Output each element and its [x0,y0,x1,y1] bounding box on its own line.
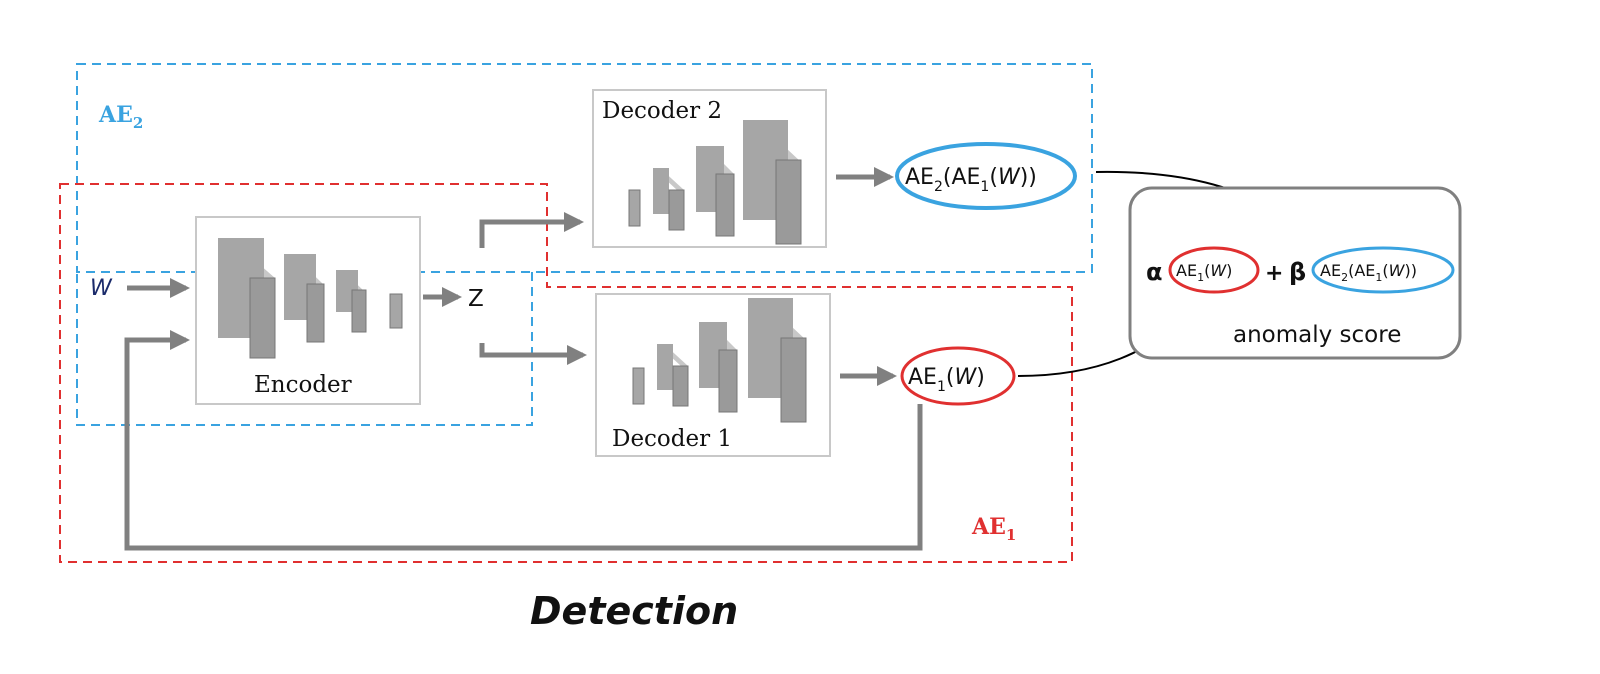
diagram-title: Detection [530,589,738,633]
ae2-region-label: AE2 [98,102,143,132]
z-to-decoder1-arrow [479,343,587,365]
ae2-region-lower [76,272,533,426]
plus-symbol: + [1265,261,1283,286]
output2-label: AE2(AE1(W)) [905,165,1037,195]
decoder2-block [592,89,827,248]
output2-ellipse [895,142,1077,210]
output1-label: AE1(W) [908,365,985,395]
decoder1-label: Decoder 1 [612,426,732,452]
score-term1-ellipse [1168,246,1260,294]
encoder-label: Encoder [254,372,352,398]
anomaly-score-box [1128,186,1462,360]
score-term2-ellipse [1311,246,1455,294]
feedback-arrow [124,330,923,551]
alpha-symbol: α [1146,258,1163,286]
output1-ellipse [900,346,1016,406]
input-label: W [90,276,113,301]
encoder-block [195,216,421,405]
beta-symbol: β [1289,258,1306,286]
latent-label: Z [468,286,484,312]
ae1-region [59,183,1073,563]
ae1-region-label: AE1 [971,514,1016,544]
decoder2-label: Decoder 2 [602,98,722,124]
z-to-decoder2-arrow [479,212,584,248]
score-term1-label: AE1(W) [1176,261,1232,284]
ae2-region [76,63,1093,273]
score-term2-label: AE2(AE1(W)) [1320,261,1417,284]
decoder1-block [595,293,831,457]
anomaly-score-caption: anomaly score [1233,322,1401,348]
